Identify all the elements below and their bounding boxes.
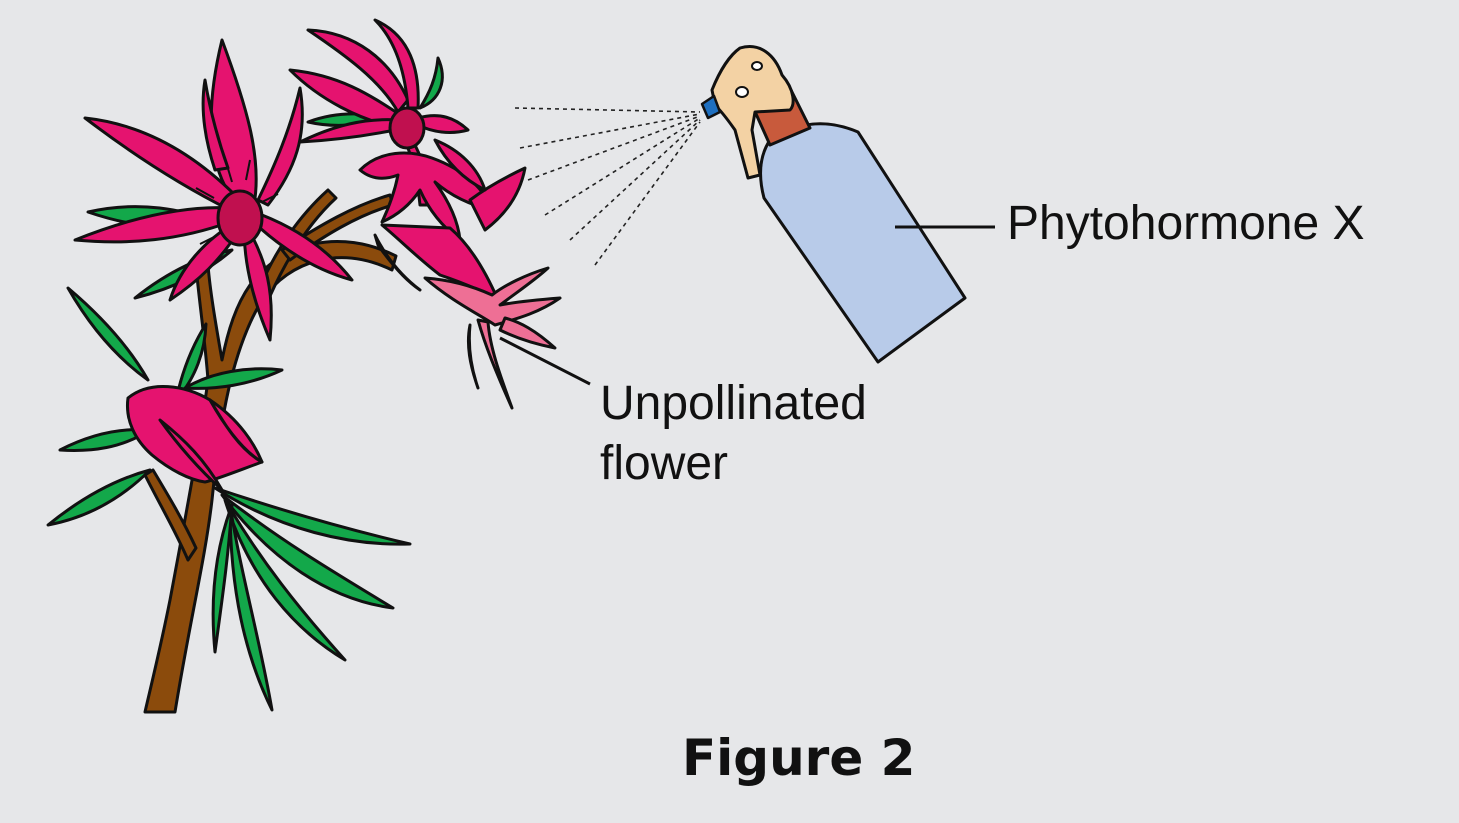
flower-middle: [358, 138, 527, 302]
flower-large-center: [216, 189, 264, 247]
trigger-hole-top: [751, 61, 763, 71]
spray-mist: [514, 107, 701, 266]
spray-bottle: [700, 45, 967, 364]
label-unpollinated-flower: Unpollinated flower: [600, 374, 867, 494]
leader-line-unpollinated: [499, 336, 591, 386]
bottle-body: [759, 122, 967, 364]
label-unpollinated-line2: flower: [600, 437, 729, 490]
flower-top: [288, 18, 470, 207]
trigger-head: [710, 45, 795, 180]
label-unpollinated-line1: Unpollinated: [600, 377, 867, 430]
flower-unpollinated: [423, 266, 562, 410]
flower-large-veins: [195, 159, 279, 245]
figure-caption: Figure 2: [682, 729, 916, 787]
label-phytohormone: Phytohormone X: [1007, 197, 1365, 250]
flower-top-center: [388, 106, 426, 150]
trigger-hole: [735, 86, 749, 98]
flower-large: [73, 38, 354, 342]
plant-leaves: [46, 56, 444, 712]
flower-bud: [125, 385, 264, 492]
nozzle: [700, 94, 722, 120]
